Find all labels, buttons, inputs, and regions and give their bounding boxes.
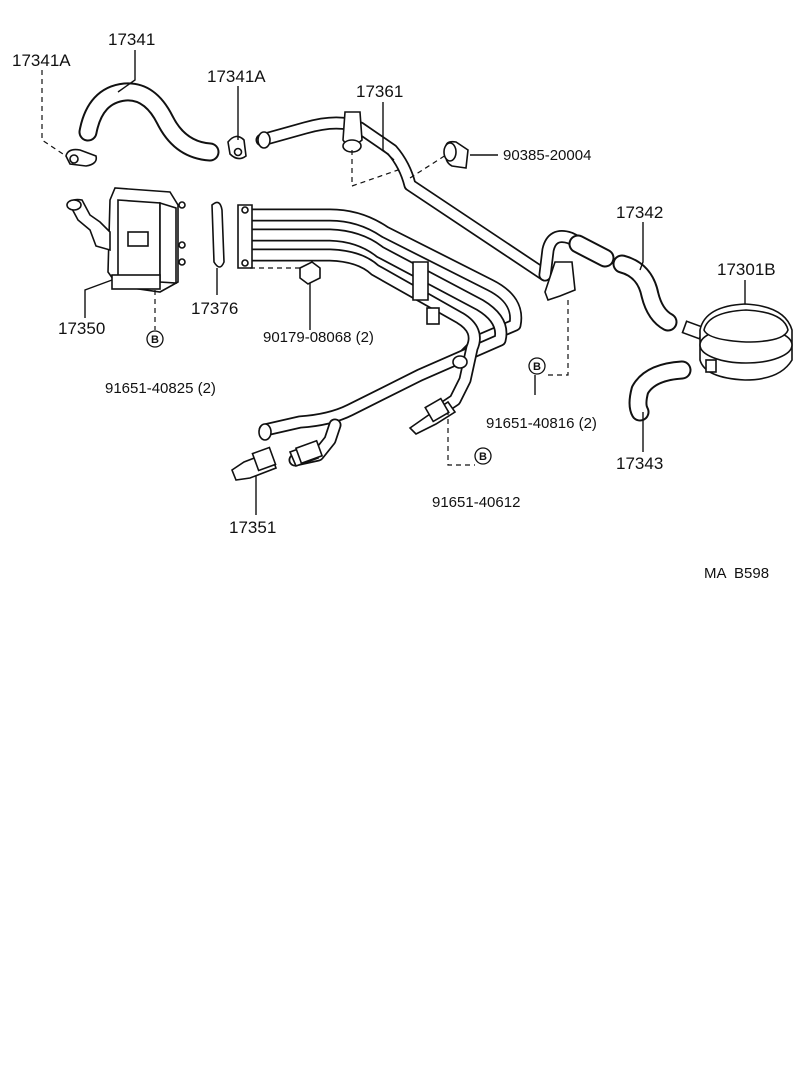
bolt-marker-2: B	[528, 357, 546, 375]
hose-clamp-mid	[227, 135, 247, 160]
label-17351: 17351	[229, 518, 276, 537]
pipe-connector-17351	[231, 397, 457, 481]
label-90385-20004: 90385-20004	[503, 147, 591, 164]
bolt-marker-text: B	[533, 361, 541, 373]
label-17301b: 17301B	[717, 260, 776, 279]
bolt-marker-1: B	[146, 330, 164, 348]
drawing-code: MA B598	[704, 565, 769, 582]
label-17343: 17343	[616, 454, 663, 473]
nut-90179	[299, 261, 321, 285]
label-17376: 17376	[191, 299, 238, 318]
hose-17342	[568, 234, 678, 332]
bolt-marker-text: B	[479, 451, 487, 463]
label-91651-40612: 91651-40612	[432, 494, 520, 511]
air-pipe-assembly	[237, 111, 585, 467]
label-17350: 17350	[58, 319, 105, 338]
bolt-marker-text: B	[151, 334, 159, 346]
label-91651-40825: 91651-40825 (2)	[105, 380, 216, 397]
hose-17341	[78, 82, 220, 162]
hose-clamp-left	[65, 148, 98, 167]
label-17341a-mid: 17341A	[207, 67, 266, 86]
label-91651-40816: 91651-40816 (2)	[486, 415, 597, 432]
bolt-marker-3: B	[474, 447, 492, 465]
label-17341: 17341	[108, 30, 155, 49]
label-17342: 17342	[616, 203, 663, 222]
label-90179-08068: 90179-08068 (2)	[263, 329, 374, 346]
label-17341a-left: 17341A	[12, 51, 71, 70]
air-valve-17350	[66, 187, 186, 293]
hose-17343	[628, 360, 692, 422]
gasket-17376	[211, 201, 225, 268]
plug-90385-20004	[443, 140, 469, 169]
air-tank-17301b	[681, 303, 793, 381]
leader-lines	[41, 50, 746, 515]
label-17361: 17361	[356, 82, 403, 101]
